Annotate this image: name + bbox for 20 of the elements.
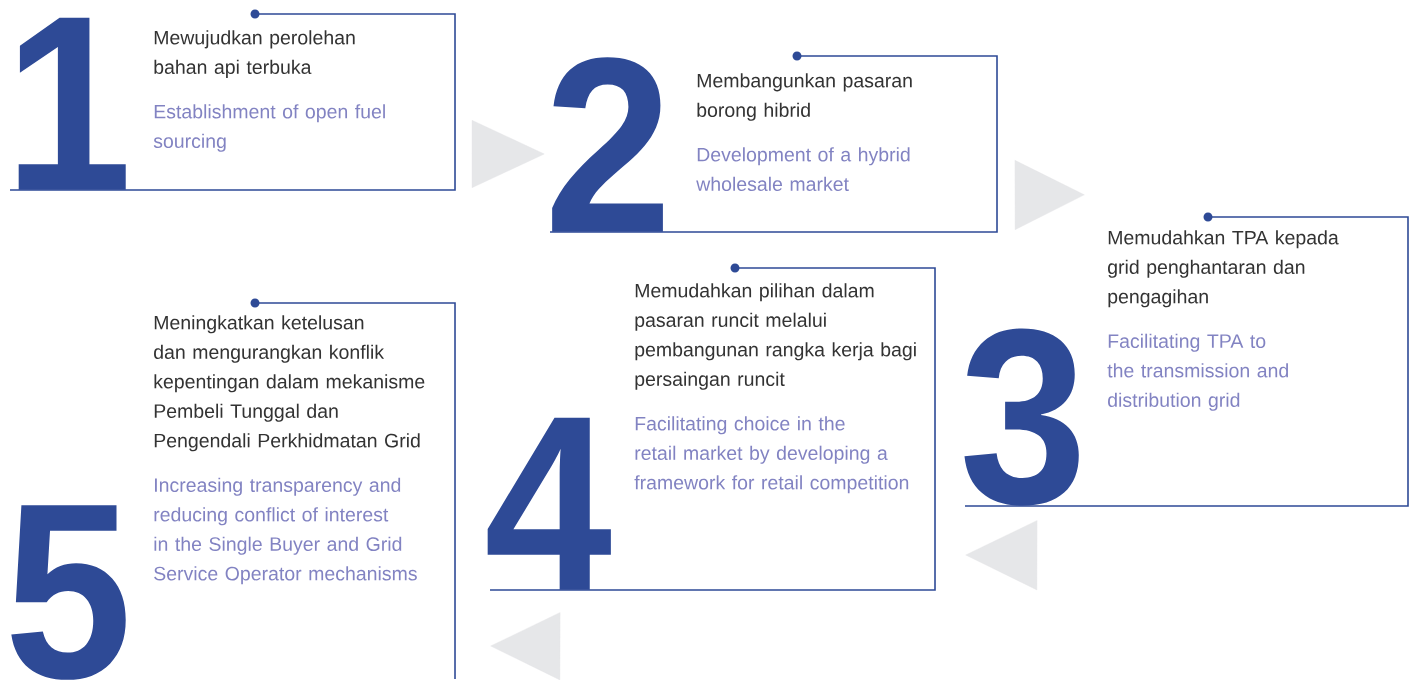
step-number: 1 xyxy=(18,17,126,190)
step-number: 4 xyxy=(487,417,611,590)
node-label: Establishment of open fuel sourcing xyxy=(153,104,385,152)
step-box: Meningkatkan ketelusan dan mengurangkan konflik kepentingan dalam mekanisme Pembeli Tunggal dan Pengendali Perkhidmatan Grid Increasing transparency and reducing conflict of interest in the Single Buyer and Grid Service Operator mechanisms xyxy=(154,298,456,680)
node-label: Facilitating choice in the retail market by developing a framework for retail competition xyxy=(634,416,909,494)
node-label: Memudahkan pilihan dalam pasaran runcit melalui pembangunan rangka kerja bagi persaingan runcit xyxy=(635,283,916,390)
node-label: Mewujudkan perolehan bahan api terbuka xyxy=(154,30,355,78)
node-label: Facilitating TPA to the transmission and distribution grid xyxy=(1107,333,1288,411)
chevron-arrow xyxy=(471,120,545,188)
node-label: Membangunkan pasaran borong hibrid xyxy=(697,73,912,121)
node-label: Increasing transparency and reducing conflict of interest in the Single Buyer and Grid Service Operator mechanisms xyxy=(154,477,417,585)
chevron-arrow xyxy=(965,520,1038,591)
step-number: 3 xyxy=(964,328,1079,506)
node-label: Meningkatkan ketelusan dan mengurangkan konflik kepentingan dalam mekanisme Pembeli Tunggal dan Pengendali Perkhidmatan Grid xyxy=(154,315,425,452)
step-number: 5 xyxy=(11,505,126,680)
chevron-arrow xyxy=(1014,160,1085,230)
chevron-arrow xyxy=(490,612,561,680)
step-number: 2 xyxy=(552,57,663,232)
node-label: Development of a hybrid wholesale market xyxy=(696,147,910,192)
node-label: Memudahkan TPA kepada grid penghantaran dan pengagihan xyxy=(1108,230,1339,308)
